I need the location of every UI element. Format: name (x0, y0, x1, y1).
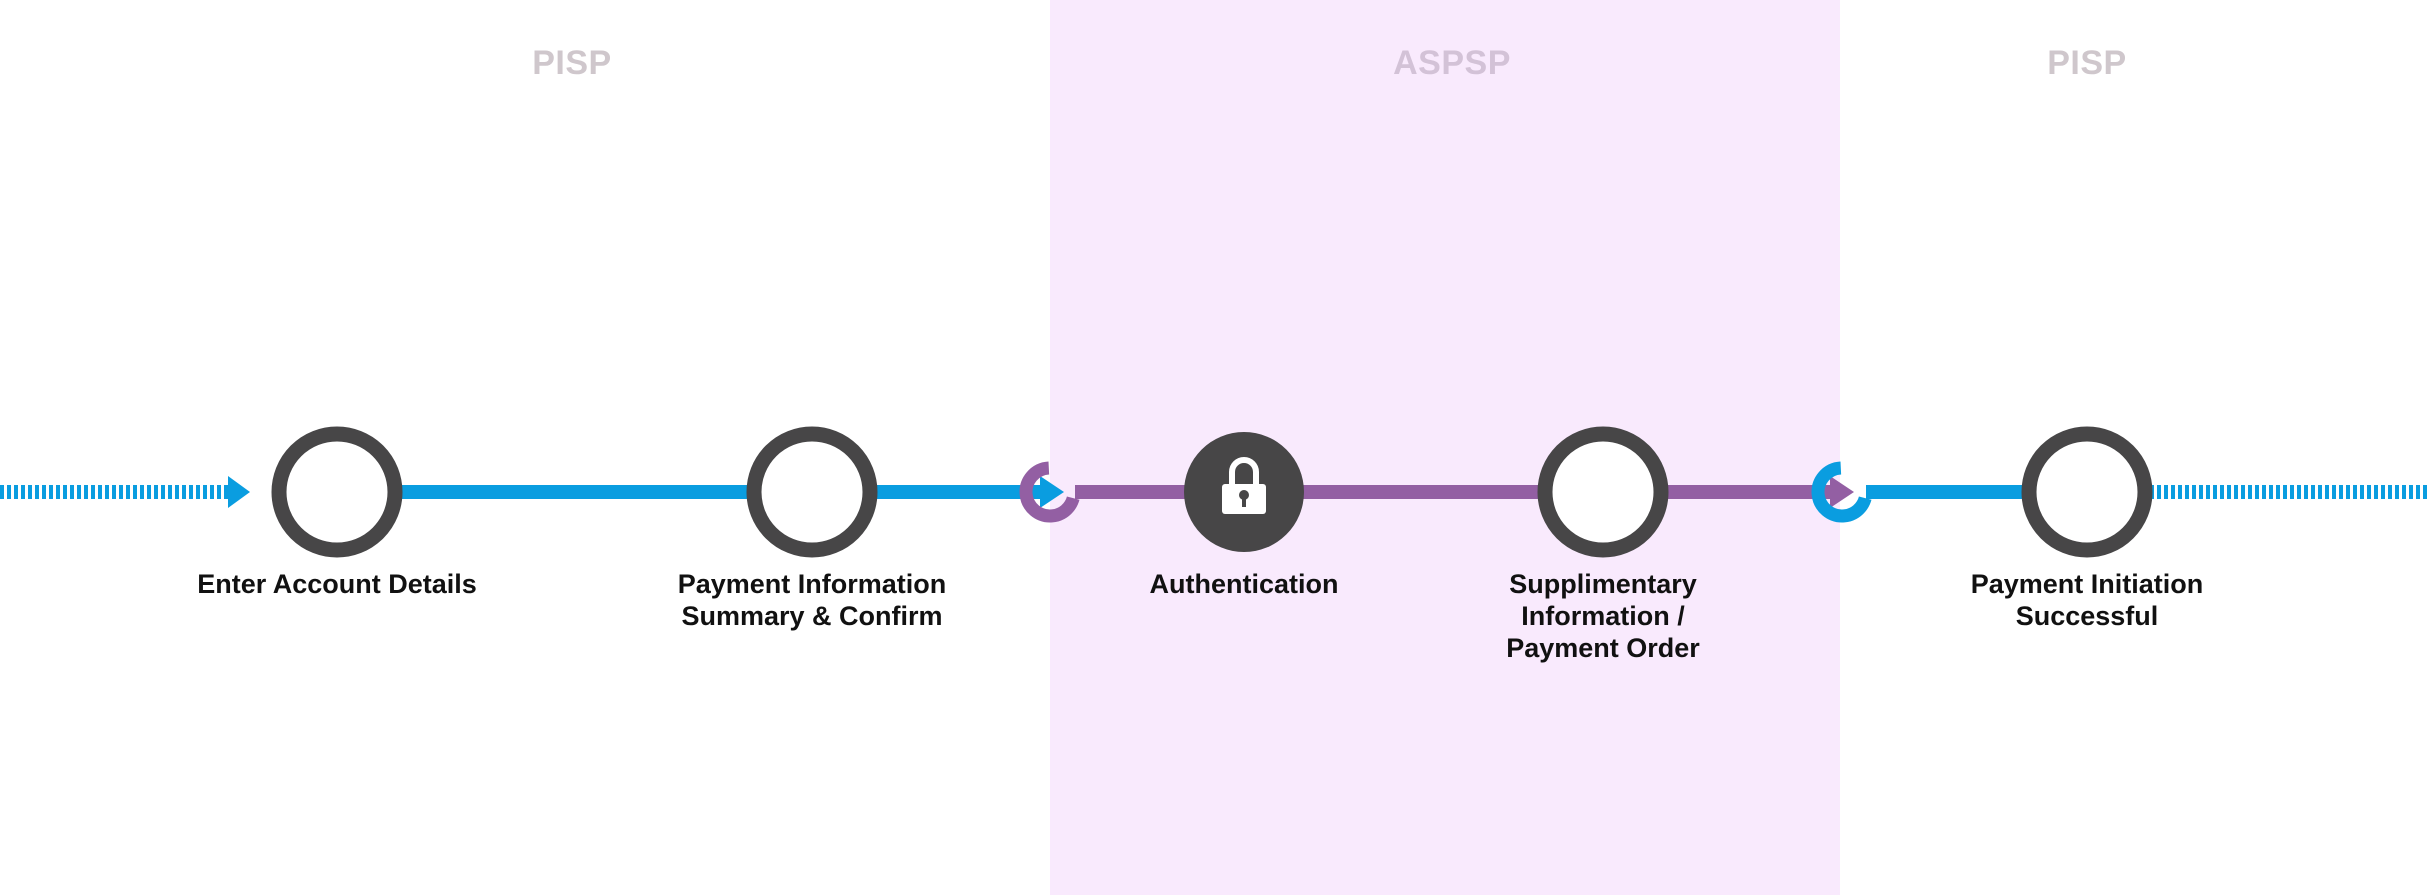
step-node-supplementary-info (1537, 426, 1669, 558)
step-label-payment-successful: Payment Initiation Successful (1970, 569, 2204, 631)
step-node-payment-summary (746, 426, 878, 558)
arrow-right-icon (228, 476, 250, 508)
step-label-supplementary-info: Supplimentary Information / Payment Orde… (1506, 569, 1700, 663)
zone-label-pisp-start: PISP (532, 44, 612, 82)
arrow-right-icon (1040, 476, 1064, 508)
step-label-payment-summary: Payment Information Summary & Confirm (677, 569, 947, 631)
step-label-enter-account-details: Enter Account Details (197, 569, 477, 599)
arrow-right-icon (1830, 476, 1854, 508)
zone-label-aspsp: ASPSP (1393, 44, 1511, 82)
step-node-payment-successful (2021, 426, 2153, 558)
boundary-ring-pisp-return (1811, 461, 1873, 523)
boundary-ring-aspsp-entry (1019, 461, 1081, 523)
step-label-authentication: Authentication (1149, 569, 1339, 599)
aspsp-zone-background (1050, 0, 1840, 895)
zone-label-pisp-end: PISP (2047, 44, 2127, 82)
lock-icon (1222, 457, 1266, 514)
step-node-enter-account-details (271, 426, 403, 558)
